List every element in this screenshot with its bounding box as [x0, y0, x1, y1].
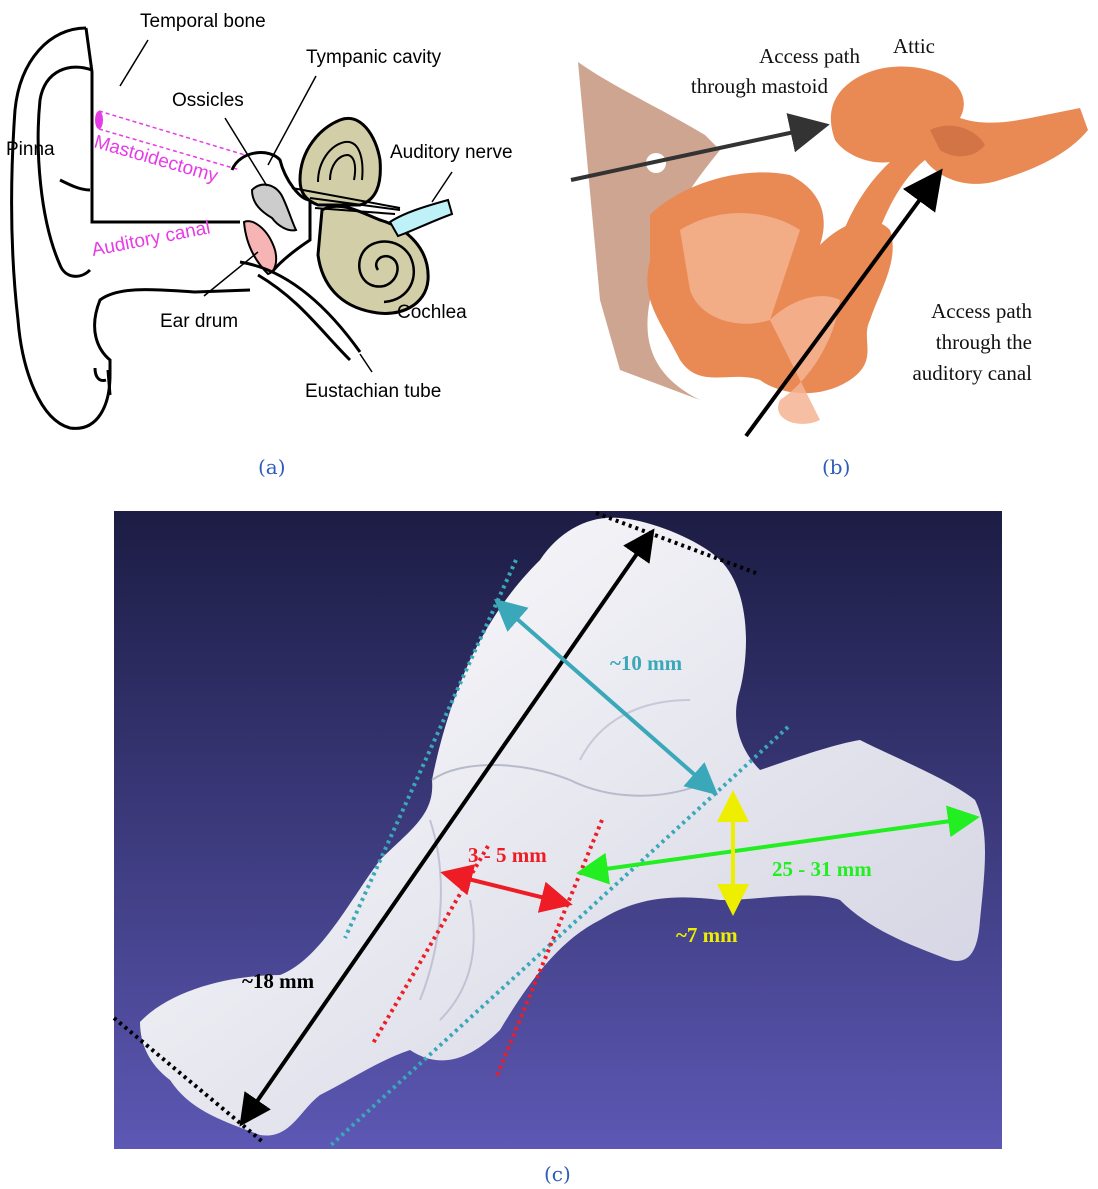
auditory-nerve-shape	[390, 200, 452, 236]
attic-shape	[831, 66, 1088, 274]
label-access-canal-3: auditory canal	[912, 361, 1032, 385]
panel-a: Temporal bone Tympanic cavity Ossicles P…	[6, 11, 513, 479]
mastoid-entry	[95, 111, 103, 129]
pinna-inner	[38, 67, 92, 276]
label-auditory-canal: Auditory canal	[90, 217, 212, 261]
temporal-bone-line	[86, 28, 240, 222]
label-ear-drum: Ear drum	[160, 311, 238, 332]
label-access-mastoid-2: through mastoid	[691, 74, 829, 98]
ossicles-shape	[252, 185, 296, 231]
label-attic: Attic	[893, 34, 935, 58]
label-18mm: ~18 mm	[242, 969, 315, 993]
caption-b: (b)	[822, 455, 850, 479]
label-access-canal-2: through the	[936, 330, 1032, 354]
label-cochlea: Cochlea	[397, 302, 467, 323]
label-auditory-nerve: Auditory nerve	[390, 142, 513, 163]
label-25-31mm: 25 - 31 mm	[772, 857, 872, 881]
caption-a: (a)	[258, 455, 286, 479]
label-3-5mm: 3 - 5 mm	[468, 843, 547, 867]
label-10mm: ~10 mm	[610, 651, 683, 675]
label-eustachian-tube: Eustachian tube	[305, 381, 441, 402]
label-access-mastoid-1: Access path	[759, 44, 860, 68]
label-access-canal-1: Access path	[931, 299, 1032, 323]
pinna-fold	[60, 180, 90, 190]
label-temporal-bone: Temporal bone	[140, 11, 266, 32]
label-pinna: Pinna	[6, 139, 55, 160]
panel-c: ~10 mm 3 - 5 mm 25 - 31 mm ~7 mm ~18 mm …	[114, 511, 1002, 1186]
label-tympanic-cavity: Tympanic cavity	[306, 47, 442, 68]
label-ossicles: Ossicles	[172, 90, 244, 111]
panel-b: Access path through mastoid Attic Access…	[571, 34, 1088, 479]
label-7mm: ~7 mm	[676, 923, 738, 947]
caption-c: (c)	[544, 1162, 571, 1186]
